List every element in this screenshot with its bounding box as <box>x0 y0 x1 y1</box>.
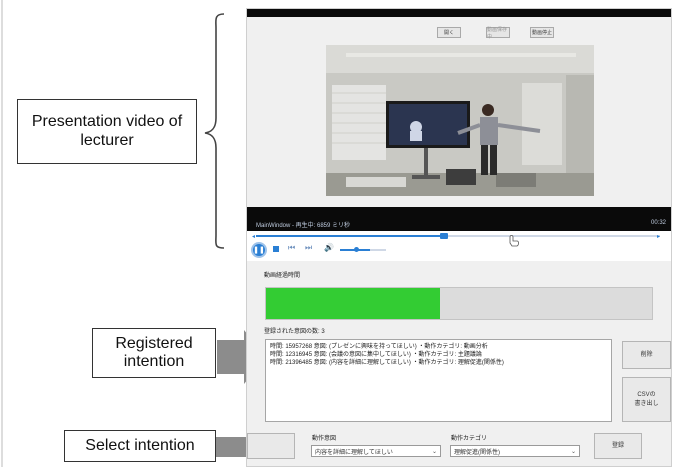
registered-count: 登録された意図の数: 3 <box>264 329 325 335</box>
list-item[interactable]: 時間: 21396485 意図: (内容を詳細に理解してほしい) ・動作カテゴリ… <box>270 360 504 366</box>
next-button[interactable]: ⏭ <box>305 243 312 253</box>
top-bar <box>247 9 671 17</box>
open-button[interactable]: 開く <box>437 27 461 38</box>
seek-progress <box>256 235 446 237</box>
video-status-title: MainWindow - 再生中: 6859 ミリ秒 <box>256 223 351 229</box>
save-video-button-label: 動画保存中 <box>487 26 508 40</box>
delete-button-label: 削除 <box>640 351 653 358</box>
registered-annotation-text: Registered intention <box>115 334 193 370</box>
speaker-icon: 🔊 <box>324 243 334 252</box>
registered-intention-list[interactable]: 時間: 15957268 意図: (プレゼンに興味を持ってほしい) ・動作カテゴ… <box>265 339 612 422</box>
csv-export-label-line1: CSVの <box>637 392 656 399</box>
intent-select[interactable]: 内容を詳細に理解してほしい ⌄ <box>311 445 441 457</box>
lecture-video-frame <box>326 45 594 196</box>
play-pause-button[interactable]: ❚❚ <box>251 242 267 258</box>
seek-right-icon: ▸ <box>657 234 661 240</box>
intent-label: 動作意図 <box>312 436 337 442</box>
stop-video-button-label: 動画停止 <box>531 30 552 36</box>
previous-button[interactable]: ⏮ <box>288 243 295 253</box>
volume-button[interactable]: 🔊 <box>324 243 334 252</box>
category-select[interactable]: 理解促進(関係性) ⌄ <box>450 445 580 457</box>
video-time: 00:32 <box>651 220 667 226</box>
video-status-bar <box>247 207 671 231</box>
open-button-label: 開く <box>443 30 454 36</box>
pause-icon: ❚❚ <box>253 247 265 254</box>
elapsed-progress-fill <box>266 288 440 319</box>
register-button[interactable]: 登録 <box>594 433 642 459</box>
select-annotation: Select intention <box>64 430 216 462</box>
stop-button[interactable] <box>273 246 279 252</box>
volume-handle[interactable] <box>354 247 359 252</box>
video-annotation-text: Presentation video of lecturer <box>31 113 183 149</box>
chevron-down-icon: ⌄ <box>431 449 437 455</box>
csv-export-label-line2: 書き出し <box>634 400 659 407</box>
save-video-button[interactable]: 動画保存中 <box>486 26 510 40</box>
registered-annotation: Registered intention <box>92 328 216 378</box>
video-annotation: Presentation video of lecturer <box>17 99 197 164</box>
chevron-down-icon: ⌄ <box>570 449 576 455</box>
skip-forward-icon: ⏭ <box>305 243 313 252</box>
seek-left-icon: ◂ <box>252 234 256 240</box>
delete-button[interactable]: 削除 <box>622 341 671 369</box>
blank-control-button[interactable] <box>247 433 295 459</box>
category-select-value: 理解促進(関係性) <box>454 449 500 456</box>
csv-export-button[interactable]: CSVの 書き出し <box>622 377 671 422</box>
mouse-cursor-icon <box>509 235 519 247</box>
elapsed-label: 動画経過時間 <box>264 273 301 279</box>
skip-back-icon: ⏮ <box>288 243 296 252</box>
seek-track[interactable] <box>256 235 660 237</box>
list-item[interactable]: 時間: 12316945 意図: (会議の意図に集中してほしい) ・動作カテゴリ… <box>270 352 482 358</box>
category-label: 動作カテゴリ <box>451 436 488 442</box>
intent-select-value: 内容を詳細に理解してほしい <box>315 449 393 456</box>
stop-video-button[interactable]: 動画停止 <box>530 27 554 38</box>
register-button-label: 登録 <box>611 442 624 449</box>
elapsed-progress-bar <box>265 287 653 320</box>
list-item[interactable]: 時間: 15957268 意図: (プレゼンに興味を持ってほしい) ・動作カテゴ… <box>270 344 488 350</box>
volume-slider-rest <box>370 249 386 251</box>
video-brace <box>204 13 225 249</box>
select-annotation-text: Select intention <box>85 436 195 454</box>
seek-handle[interactable] <box>440 233 448 239</box>
